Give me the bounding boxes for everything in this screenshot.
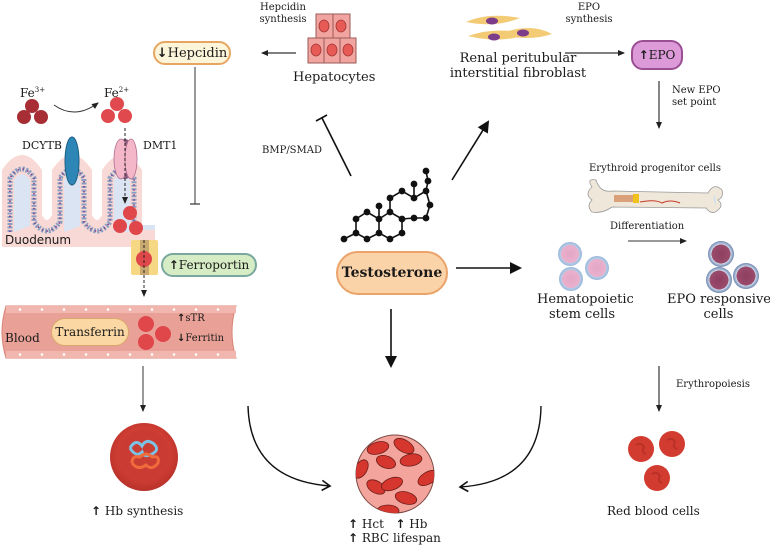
up-arrow-icon: ↑ [638, 48, 649, 62]
curved-arrow-left [247, 405, 332, 492]
blood-smear-icon [355, 434, 435, 514]
ferritin-indicator: ↓Ferritin [177, 333, 225, 344]
up-arrow-icon: ↑ [168, 258, 179, 272]
transferrin-badge: Transferrin [51, 318, 129, 346]
arrow-fe3-to-fe2 [53, 102, 99, 113]
testosterone-badge: Testosterone [336, 251, 448, 295]
fe3-label: Fe3+ [20, 86, 46, 100]
bone-marrow-illustration [587, 179, 723, 213]
red-blood-cells-icon [628, 431, 685, 491]
hematopoietic-stem-cells-icon [558, 242, 609, 291]
blood-label: Blood [5, 331, 40, 345]
hepatocytes-label: Hepatocytes [293, 70, 376, 85]
up-arrow-icon: ↑ [348, 517, 359, 531]
ferroportin-badge: ↑ Ferroportin [161, 253, 257, 277]
epo-responsive-cells-icon [706, 241, 759, 293]
new-epo-set-point-label: New EPO set point [672, 85, 721, 108]
epo-synthesis-label: EPO synthesis [565, 2, 613, 25]
hepatocytes-illustration [307, 13, 357, 64]
hematopoietic-stem-cells-label: Hematopoietic stem cells [537, 292, 634, 322]
arrow-testosterone-to-renal [451, 120, 490, 181]
renal-fibroblast-label: Renal peritubular interstitial fibroblas… [449, 51, 587, 81]
dcytb-label: DCYTB [22, 139, 62, 152]
str-indicator: ↑sTR [177, 313, 205, 324]
fe3-iron-cluster [17, 99, 48, 124]
fe2-label: Fe2+ [104, 86, 130, 100]
duodenum-label: Duodenum [5, 233, 72, 247]
hemoglobin-rbc-icon [110, 423, 178, 491]
testosterone-molecule-icon [340, 167, 434, 243]
down-arrow-icon: ↓ [156, 45, 168, 61]
epo-responsive-cells-label: EPO responsive cells [667, 292, 770, 322]
up-arrow-icon: ↑ [348, 530, 359, 545]
curved-arrow-right [458, 405, 542, 493]
red-blood-cells-label: Red blood cells [607, 504, 700, 518]
dmt1-label: DMT1 [143, 139, 178, 152]
hb-synthesis-label: ↑ Hb synthesis [91, 504, 184, 518]
hepcidin-synthesis-label: Hepcidin synthesis [259, 2, 307, 25]
rbc-outcomes-label: ↑ Hct ↑ Hb ↑ RBC lifespan [348, 517, 441, 545]
epo-badge: ↑ EPO [631, 40, 683, 70]
bmp-smad-label: BMP/SMAD [262, 145, 323, 156]
intracellular-iron [113, 206, 143, 235]
inhibition-line-bmp-smad [321, 117, 352, 177]
renal-fibroblast-illustration [466, 15, 552, 41]
erythropoiesis-label: Erythropoiesis [676, 379, 750, 390]
hepcidin-badge: ↓ Hepcidin [153, 41, 231, 65]
fe2-iron-cluster [101, 97, 132, 123]
differentiation-label: Differentiation [610, 221, 685, 232]
ferroportin-channel-icon [131, 240, 158, 297]
erythroid-progenitor-label: Erythroid progenitor cells [589, 163, 721, 174]
dcytb-protein-icon [64, 136, 80, 186]
up-arrow-icon: ↑ [395, 517, 406, 531]
